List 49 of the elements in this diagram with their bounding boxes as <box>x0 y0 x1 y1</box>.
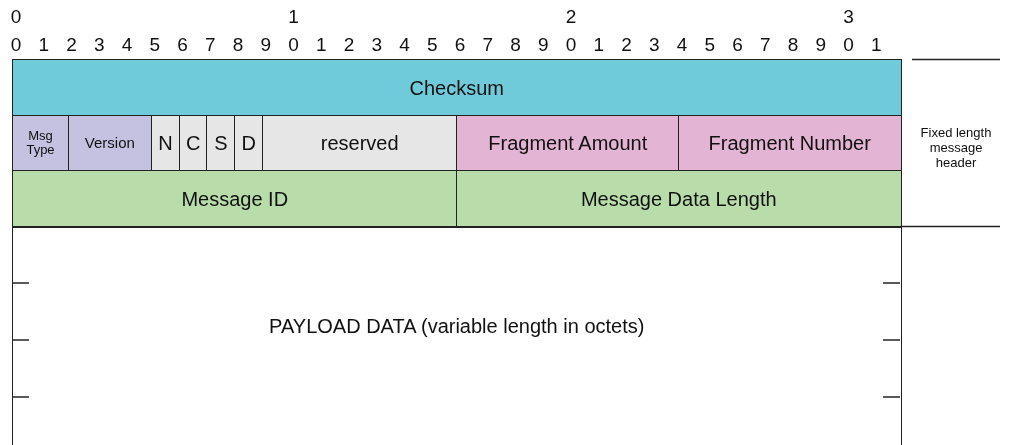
header-field: N <box>150 115 180 172</box>
bit-number: 5 <box>425 34 439 56</box>
bit-number: 6 <box>176 34 189 56</box>
bit-number: 8 <box>509 34 522 56</box>
header-field: Checksum <box>12 59 902 117</box>
bit-number: 1 <box>314 34 328 56</box>
header-field: Message Data Length <box>456 170 902 228</box>
bit-number: 9 <box>259 34 273 56</box>
bit-number: 8 <box>786 34 800 56</box>
bit-number: 7 <box>758 34 772 56</box>
bit-number: 4 <box>120 34 134 56</box>
bit-number: 3 <box>370 34 384 56</box>
header-field: S <box>206 115 236 172</box>
bit-number: 4 <box>398 34 411 56</box>
bit-number: 3 <box>92 34 106 56</box>
bit-number: 3 <box>647 34 661 56</box>
bit-number: 0 <box>564 34 578 56</box>
bit-number: 5 <box>703 34 717 56</box>
annotation-text: Fixed length message header <box>919 126 993 171</box>
header-field: Fragment Amount <box>456 115 680 172</box>
bit-number: 2 <box>65 34 78 56</box>
bit-number: 0 <box>9 6 23 28</box>
bit-number: 4 <box>675 34 689 56</box>
bit-number: 2 <box>620 34 633 56</box>
bit-number: 7 <box>203 34 217 56</box>
header-field: Version <box>67 115 153 172</box>
bit-number: 0 <box>9 34 23 56</box>
header-field: Msg Type <box>12 115 69 172</box>
bit-number: 2 <box>342 34 356 56</box>
bit-number: 0 <box>287 34 300 56</box>
bit-number: 1 <box>287 6 300 28</box>
bit-number: 8 <box>231 34 245 56</box>
bit-number: 2 <box>564 6 578 28</box>
bit-number: 0 <box>842 34 855 56</box>
bit-number: 6 <box>731 34 744 56</box>
bit-number: 1 <box>592 34 606 56</box>
header-field: D <box>234 115 264 172</box>
header-field: reserved <box>261 115 458 172</box>
bit-number: 1 <box>37 34 51 56</box>
header-field: Fragment Number <box>678 115 902 172</box>
bit-number: 7 <box>481 34 495 56</box>
bit-number: 5 <box>148 34 162 56</box>
header-field: Message ID <box>12 170 458 228</box>
bit-number: 3 <box>842 6 855 28</box>
bit-number: 9 <box>814 34 828 56</box>
bit-number: 9 <box>536 34 550 56</box>
bit-number: 1 <box>869 34 883 56</box>
bit-number: 6 <box>453 34 467 56</box>
payload-area: PAYLOAD DATA (variable length in octets) <box>12 226 902 445</box>
